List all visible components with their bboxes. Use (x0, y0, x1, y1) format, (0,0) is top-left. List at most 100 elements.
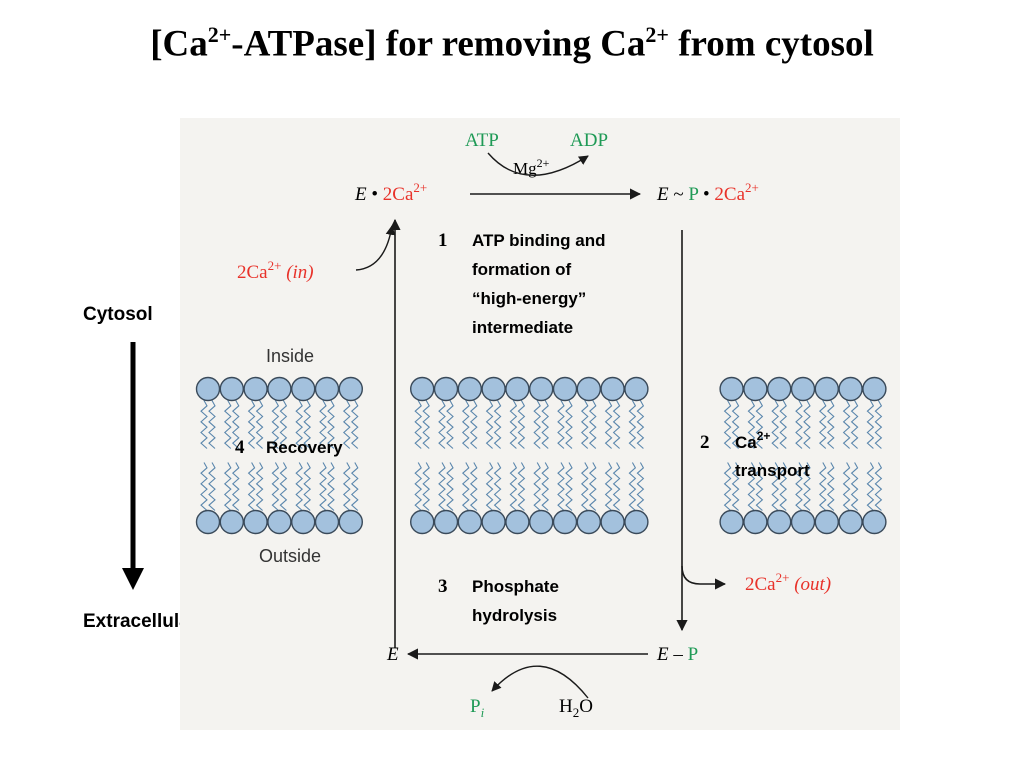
lipid-tail (422, 462, 431, 511)
lipid-head (267, 376, 292, 402)
lipid-tail (731, 400, 740, 449)
lipid-head (576, 509, 601, 535)
lipid-tail (231, 400, 240, 449)
lipid-tail (517, 400, 526, 449)
lipid-head (481, 376, 506, 402)
lipid-tail (580, 462, 589, 511)
calcium-out-label: 2Ca2+ (out) (745, 570, 831, 595)
lipid-tail (604, 400, 613, 449)
lipid-head (838, 509, 863, 535)
lipid-tail (628, 400, 637, 449)
lipid-tail (279, 462, 288, 511)
lipid-tail (565, 462, 573, 511)
step-4-number: 4 (235, 437, 245, 458)
step-3-line-2: hydrolysis (472, 606, 557, 625)
phospho-enzyme-p: P (688, 644, 699, 665)
outside-label: Outside (259, 546, 321, 566)
lipid-head (624, 376, 649, 402)
lipid-tail (255, 462, 264, 511)
lipid-tail (271, 400, 280, 449)
lipid-tail (303, 400, 312, 449)
lipid-tail (588, 400, 597, 449)
water-phosphate-curved-arrow (491, 665, 589, 699)
lipid-head (457, 376, 482, 402)
lipid-tail (533, 462, 542, 511)
lipid-head (243, 376, 268, 402)
slide-title: [Ca2+-ATPase] for removing Ca2+ from cyt… (0, 22, 1024, 65)
free-enzyme: E (386, 644, 399, 665)
lipid-tail (509, 462, 518, 511)
atp-adp-curved-arrow (487, 152, 589, 176)
lipid-tail (755, 462, 764, 511)
svg-text:E – P: E – P (656, 644, 698, 665)
ep-calcium: 2Ca (714, 184, 745, 205)
lipid-tail (414, 462, 423, 511)
lipid-head (600, 509, 625, 535)
lipid-tail (803, 400, 811, 449)
pi-sub: i (481, 705, 485, 720)
svg-text:E • 2Ca2+: E • 2Ca2+ (354, 180, 427, 205)
lipid-tail (565, 400, 573, 449)
lipid-tail (866, 400, 875, 449)
lipid-head (338, 376, 364, 402)
lipid-tail (485, 400, 494, 449)
lipid-bilayer (195, 376, 887, 535)
water-o: O (579, 696, 593, 717)
ep-enzyme: E (656, 184, 669, 205)
lipid-head (743, 376, 768, 402)
lipid-tail (319, 400, 327, 449)
water-molecule: H2O (559, 696, 593, 720)
lipid-head (552, 509, 578, 535)
lipid-head (552, 376, 578, 402)
lipid-tail (446, 400, 454, 449)
ca-in-tag-text: (in) (286, 262, 313, 283)
step-2-charge: 2+ (757, 429, 771, 443)
lipid-tail (588, 462, 597, 511)
lipid-head (600, 376, 625, 402)
lipid-tail (208, 400, 216, 449)
lipid-tail (517, 462, 526, 511)
lipid-tail (723, 400, 732, 449)
lipid-tail (874, 462, 883, 511)
lipid-head (529, 509, 554, 535)
lipid-tail (557, 400, 565, 449)
extracellular-label: Extracellular (83, 611, 198, 632)
title-part-2: -ATPase] for removing Ca (231, 23, 646, 65)
lipid-tail (723, 462, 732, 511)
lipid-head (814, 509, 839, 535)
lipid-head (338, 509, 364, 535)
step-2-number: 2 (700, 432, 710, 453)
svg-text:E ~ P • 2Ca2+: E ~ P • 2Ca2+ (656, 180, 759, 205)
step-1-line-2: formation of (472, 260, 571, 279)
lipid-tail (755, 400, 764, 449)
lipid-head (267, 509, 292, 535)
lipid-tail (223, 462, 232, 511)
lipid-head (719, 509, 744, 535)
upper-leaflet-tails (200, 400, 883, 449)
step-2-line-1: Ca2+ (735, 429, 770, 452)
lipid-tail (612, 400, 621, 449)
inside-label: Inside (266, 346, 314, 366)
lipid-tail (850, 462, 859, 511)
lipid-head (195, 376, 221, 402)
lipid-tail (461, 400, 470, 449)
lipid-tail (327, 400, 335, 449)
lipid-head (433, 509, 459, 535)
ca-in-base: 2Ca (237, 262, 268, 283)
lipid-head (838, 376, 863, 402)
lipid-tail (493, 462, 502, 511)
step-3-number: 3 (438, 576, 448, 597)
ep-tilde: ~ (669, 184, 689, 205)
e-2ca-enzyme: E (354, 184, 367, 205)
lipid-head (195, 509, 221, 535)
step-3-line-1: Phosphate (472, 577, 559, 596)
lipid-tail (446, 462, 454, 511)
atp-label: ATP (465, 130, 499, 151)
lipid-tail (636, 462, 645, 511)
step-1-number: 1 (438, 230, 448, 251)
ca-out-tag-text: (out) (794, 574, 831, 595)
lipid-tail (771, 400, 780, 449)
lipid-tail (850, 400, 859, 449)
water-h: H (559, 696, 573, 717)
ca-in-tag: (in) (281, 262, 313, 283)
